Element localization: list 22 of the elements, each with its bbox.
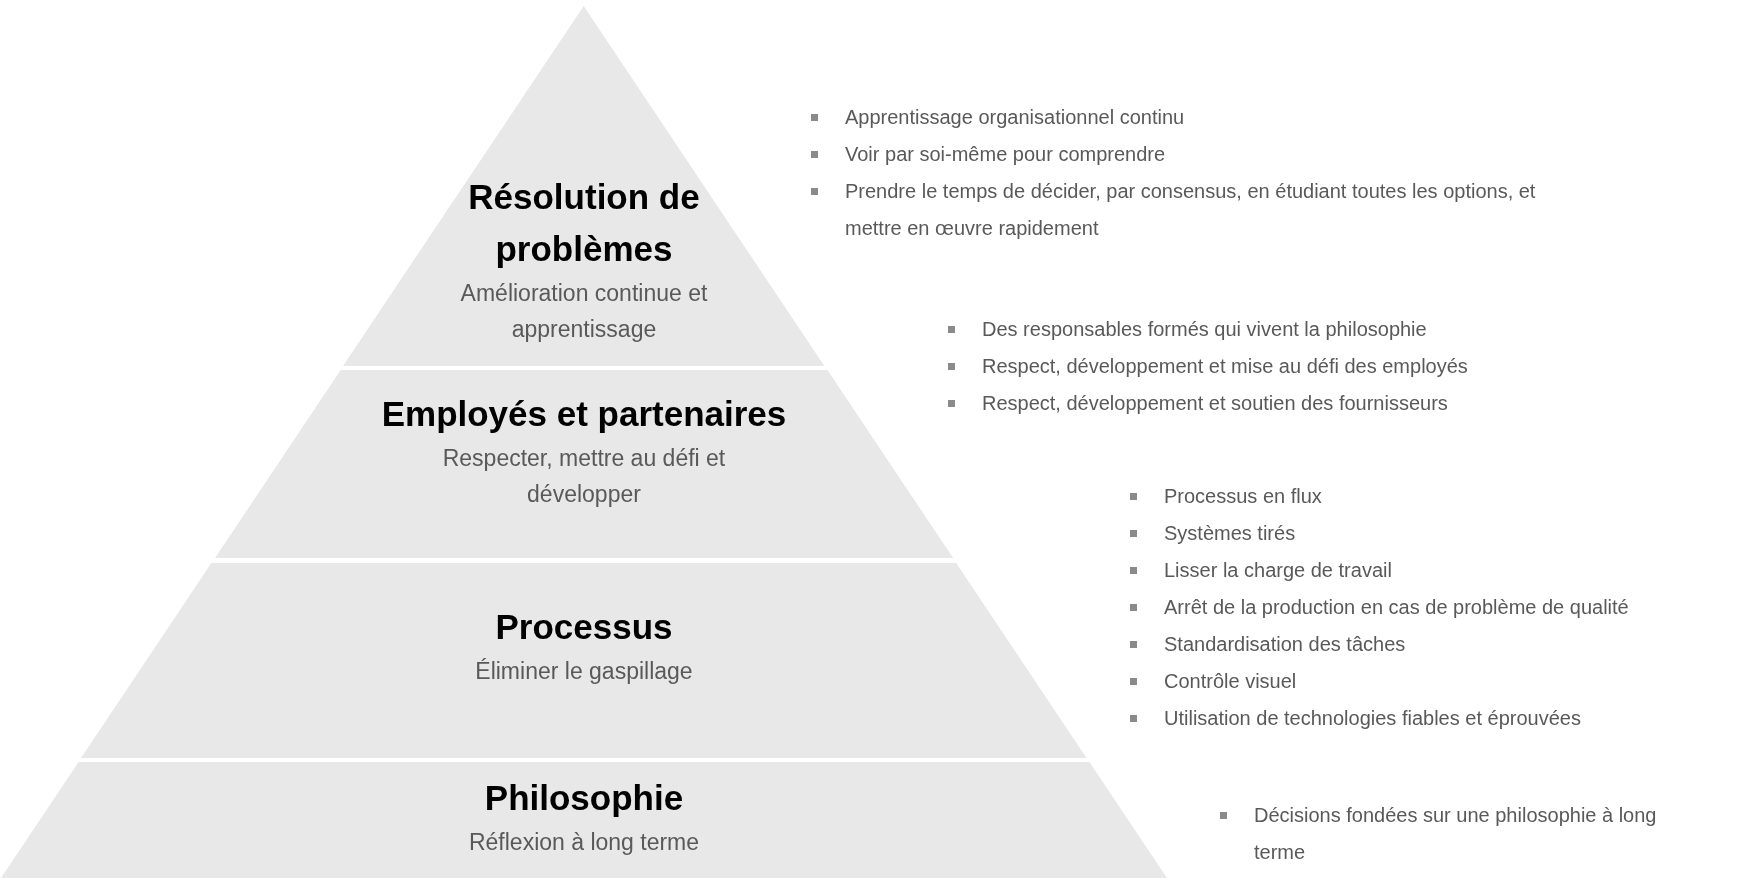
bullet-text: Lisser la charge de travail xyxy=(1164,558,1393,583)
bullet-text: Décisions fondées sur une philosophie à long terme xyxy=(1254,803,1658,865)
bullet-text: Des responsables formés qui vivent la philosophie xyxy=(982,317,1428,342)
level-subtitle: Respecter, mettre au défi et développer xyxy=(441,444,727,509)
bullet-text: Voir par soi-même pour comprendre xyxy=(845,142,1167,167)
bullet-text: Standardisation des tâches xyxy=(1164,632,1407,657)
level-title: Résolution de problèmes xyxy=(467,176,701,270)
bullet-text: Respect, développement et mise au défi des employés xyxy=(982,354,1469,379)
bullet-text: Contrôle visuel xyxy=(1164,669,1298,694)
bullet-text: Systèmes tirés xyxy=(1164,521,1297,546)
bullet-text: Prendre le temps de décider, par consensus, en étudiant toutes les options, et mettre en œuvre rapidement xyxy=(845,179,1537,241)
bullet-text: Arrêt de la production en cas de problème de qualité xyxy=(1164,595,1630,620)
level-title: Philosophie xyxy=(483,777,685,819)
bullet-text: Processus en flux xyxy=(1164,484,1323,509)
level-subtitle: Éliminer le gaspillage xyxy=(474,657,694,686)
level-title: Processus xyxy=(494,606,674,648)
level-subtitle: Réflexion à long terme xyxy=(467,828,701,857)
bullet-text: Respect, développement et soutien des fournisseurs xyxy=(982,391,1449,416)
bullet-text: Apprentissage organisationnel continu xyxy=(845,105,1186,130)
level-title: Employés et partenaires xyxy=(380,393,788,435)
level-subtitle: Amélioration continue et apprentissage xyxy=(459,279,709,344)
bullet-text: Utilisation de technologies fiables et éprouvées xyxy=(1164,706,1582,731)
